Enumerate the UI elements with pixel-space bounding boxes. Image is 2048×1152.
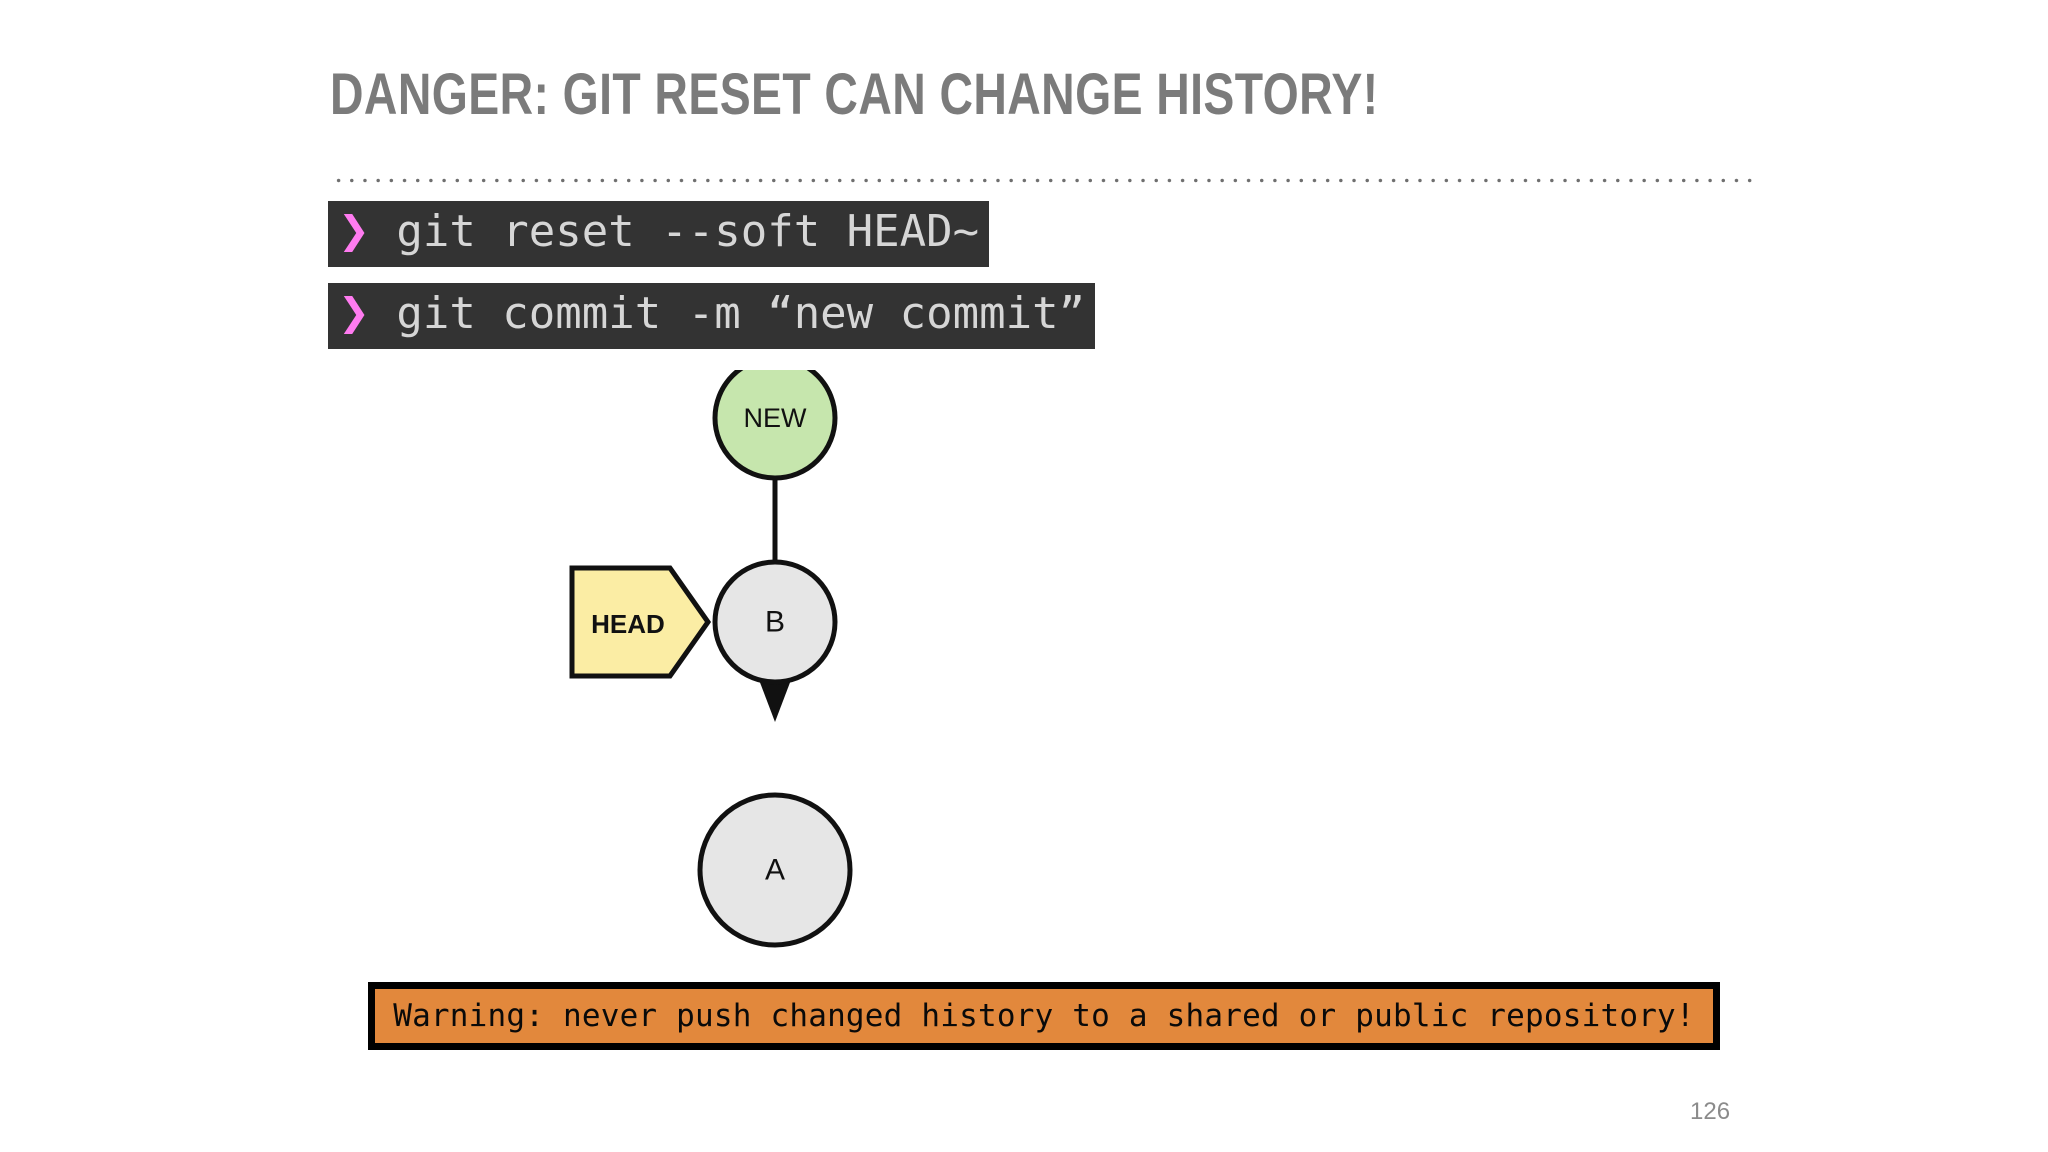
page-number: 126	[1690, 1098, 1731, 1125]
head-pointer-tag	[569, 565, 712, 679]
arrowhead-icon	[756, 672, 794, 722]
terminal-command-1: git reset --soft HEAD~	[369, 206, 980, 257]
commit-node-a	[697, 792, 853, 948]
terminal-line-2: ❯ git commit -m “new commit”	[328, 283, 1096, 349]
commit-node-new	[712, 370, 838, 481]
commit-graph-diagram: NEW B A HEAD	[560, 370, 980, 980]
commit-node-b	[712, 559, 838, 685]
title-divider	[332, 178, 1760, 183]
terminal-command-2: git commit -m “new commit”	[369, 288, 1086, 339]
commit-node-new-label: NEW	[744, 403, 808, 433]
commit-node-a-label: A	[765, 854, 785, 887]
warning-banner-text: Warning: never push changed history to a…	[393, 998, 1695, 1034]
prompt-chevron-icon: ❯	[338, 208, 370, 252]
page-title: DANGER: GIT RESET CAN CHANGE HISTORY!	[330, 62, 1379, 127]
warning-banner: Warning: never push changed history to a…	[368, 982, 1720, 1050]
commit-graph-svg: NEW B A HEAD	[569, 370, 853, 948]
terminal-line-1: ❯ git reset --soft HEAD~	[328, 201, 990, 267]
commit-node-b-label: B	[765, 606, 785, 639]
prompt-chevron-icon: ❯	[338, 290, 370, 334]
head-pointer-label: HEAD	[591, 609, 665, 639]
